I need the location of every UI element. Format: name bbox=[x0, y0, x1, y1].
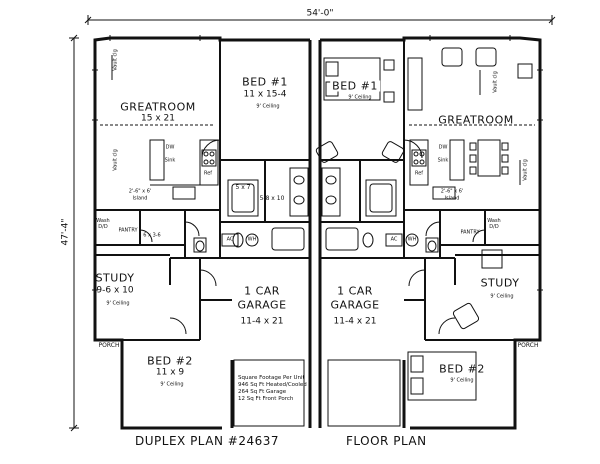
right-porch-label: PORCH bbox=[517, 342, 539, 349]
right-study-furniture bbox=[452, 249, 503, 330]
right-doors bbox=[403, 139, 486, 335]
left-bed1-name: BED #1 bbox=[242, 75, 288, 89]
left-island-size: 2'-6" x 6' bbox=[128, 188, 152, 195]
right-study-ceiling: 9' Ceiling bbox=[490, 293, 514, 300]
right-sink-label: Sink bbox=[437, 157, 449, 164]
floor-plan-caption: FLOOR PLAN bbox=[346, 434, 427, 448]
left-study-size: 9-6 x 10 bbox=[96, 285, 134, 296]
left-island-word: Island bbox=[132, 195, 148, 202]
right-island-word: Island bbox=[444, 195, 460, 202]
info-title: Square Footage Per Unit bbox=[238, 375, 305, 381]
right-bed2-ceiling: 9' Ceiling bbox=[450, 377, 474, 384]
left-garage-line2: GARAGE bbox=[237, 298, 287, 312]
right-garage-line1: 1 CAR bbox=[337, 284, 373, 298]
left-ref-label: Ref bbox=[203, 170, 213, 177]
right-ac-label: AC bbox=[390, 236, 398, 243]
left-stove bbox=[201, 149, 217, 167]
left-bed2-name: BED #2 bbox=[147, 354, 193, 368]
left-sink-label: Sink bbox=[164, 157, 176, 164]
left-vault-label-1: Vault clg bbox=[112, 49, 119, 71]
left-dimension-line bbox=[69, 34, 79, 432]
info-line: 264 Sq Ft Garage bbox=[238, 389, 287, 395]
left-water-heater bbox=[245, 233, 259, 247]
left-garage-size: 11-4 x 21 bbox=[240, 316, 284, 327]
plan-caption: DUPLEX PLAN #24637 bbox=[135, 434, 279, 448]
left-bed1-ceiling: 9' Ceiling bbox=[256, 103, 280, 110]
left-bed2-ceiling: 9' Ceiling bbox=[160, 381, 184, 388]
left-ac-unit bbox=[221, 233, 239, 247]
right-bath-fixtures bbox=[321, 167, 439, 253]
square-footage-info: Square Footage Per Unit 946 Sq Ft Heated… bbox=[238, 375, 320, 403]
right-bed2-bed bbox=[407, 351, 477, 401]
left-doors bbox=[139, 139, 221, 335]
right-garage-size: 11-4 x 21 bbox=[333, 316, 377, 327]
left-wh-label: WH bbox=[247, 236, 257, 243]
right-wash-label: Wash D/D bbox=[487, 218, 501, 230]
overall-depth-label: 47'-4" bbox=[60, 218, 71, 246]
info-line: 946 Sq Ft Heated/Cooled bbox=[238, 382, 307, 388]
left-study-ceiling: 9' Ceiling bbox=[106, 300, 130, 307]
left-garage-door bbox=[233, 359, 305, 427]
left-garage-line1: 1 CAR bbox=[244, 284, 280, 298]
right-greatroom-furniture bbox=[407, 47, 533, 111]
left-bed1-size: 11 x 15-4 bbox=[243, 89, 287, 100]
left-closet-size: 5-8 x 10 bbox=[259, 195, 285, 202]
left-pantry-size: 6 x 3-6 bbox=[143, 232, 161, 239]
left-greatroom-size: 15 x 21 bbox=[141, 113, 175, 124]
right-wh-label: WH bbox=[407, 236, 417, 243]
exterior-walls bbox=[93, 36, 542, 430]
left-study-name: STUDY bbox=[95, 271, 135, 285]
right-island-size: 2'-6" x 6' bbox=[440, 188, 464, 195]
left-vault-label-2: Vault clg bbox=[112, 149, 119, 171]
left-porch-label: PORCH bbox=[98, 342, 120, 349]
info-line: 12 Sq Ft Front Porch bbox=[238, 396, 294, 402]
left-greatroom-name: GREATROOM bbox=[120, 100, 196, 114]
left-bath-size: 5 x 7 bbox=[235, 184, 251, 191]
right-stove bbox=[411, 149, 427, 167]
right-dining-table bbox=[469, 139, 509, 177]
right-dw-label: DW bbox=[438, 144, 448, 151]
right-pantry-name: PANTRY bbox=[460, 229, 480, 236]
right-bed1-name: BED #1 bbox=[330, 79, 380, 93]
left-bed2-size: 11 x 9 bbox=[155, 367, 185, 378]
right-garage-line2: GARAGE bbox=[330, 298, 380, 312]
right-vault-label-1: Vault clg bbox=[492, 71, 499, 93]
overall-width-label: 54'-0" bbox=[306, 8, 334, 19]
right-study-name: STUDY bbox=[480, 276, 520, 290]
right-kitchen-counter bbox=[409, 139, 465, 200]
left-interior-walls bbox=[95, 40, 310, 341]
right-greatroom-name: GREATROOM bbox=[438, 113, 514, 127]
left-pantry-name: PANTRY bbox=[118, 227, 138, 234]
right-bed1-ceiling: 9' Ceiling bbox=[348, 94, 372, 101]
right-vault-label-2: Vault clg bbox=[522, 159, 529, 181]
left-bath-fixtures bbox=[193, 167, 309, 253]
top-dimension-line bbox=[84, 15, 556, 25]
right-ac-unit bbox=[385, 233, 403, 247]
left-wash-label: Wash D/D bbox=[96, 218, 110, 230]
right-bed2-name: BED #2 bbox=[439, 362, 485, 376]
left-kitchen-counter bbox=[149, 139, 219, 200]
left-dw-label: DW bbox=[165, 144, 175, 151]
right-water-heater bbox=[405, 233, 419, 247]
left-ac-label: AC bbox=[226, 236, 234, 243]
right-ref-label: Ref bbox=[414, 170, 424, 177]
right-garage-door bbox=[327, 359, 401, 427]
